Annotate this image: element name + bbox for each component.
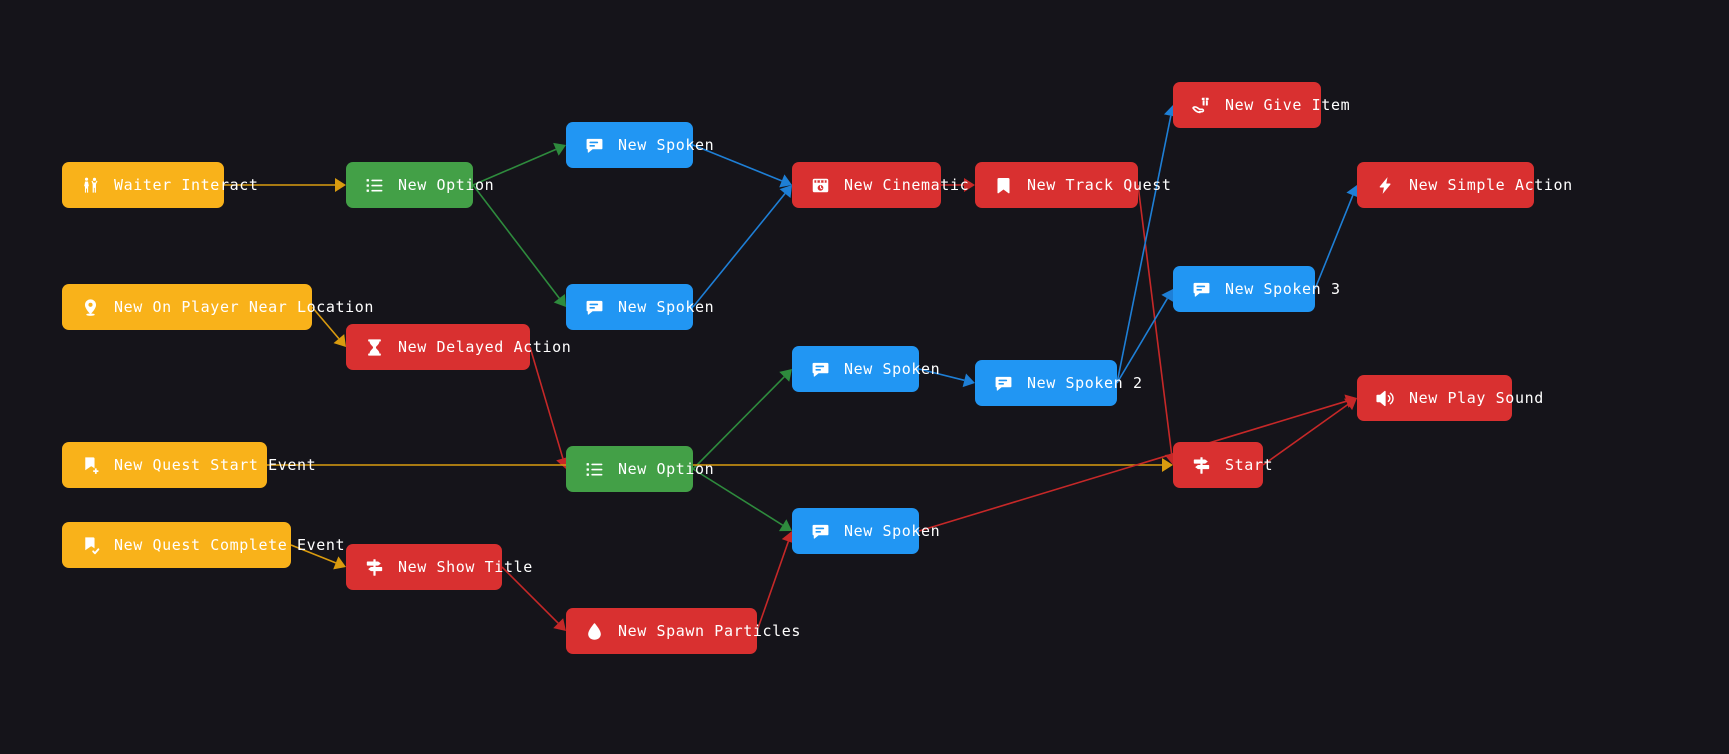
bookmark-check-icon <box>80 535 100 555</box>
node-label: New Spoken <box>844 359 941 378</box>
graph-node-waiter-interact[interactable]: Waiter Interact <box>62 162 258 208</box>
graph-node-new-play-sound[interactable]: New Play Sound <box>1357 375 1543 421</box>
graph-node-new-delayed-action[interactable]: New Delayed Action <box>346 324 571 370</box>
graph-edge-start-to-new-play-sound <box>1262 398 1357 466</box>
graph-edge-new-option-2-to-new-spoken-bottom <box>692 468 792 532</box>
interact-person-icon <box>80 175 100 195</box>
bookmark-icon <box>993 175 1013 195</box>
node-label: New Option <box>398 175 495 194</box>
node-label: New Give Item <box>1225 95 1351 114</box>
node-label: Start <box>1225 455 1274 474</box>
graph-node-new-option-2[interactable]: New Option <box>566 446 714 492</box>
node-label: New Spoken 2 <box>1027 373 1143 392</box>
node-label: New Spawn Particles <box>618 621 801 640</box>
graph-edge-new-track-quest-to-start <box>1137 184 1179 465</box>
speech-bubble-icon <box>584 135 604 155</box>
speech-bubble-icon <box>993 373 1013 393</box>
graph-edge-new-show-title-to-new-spawn-particles <box>501 566 566 631</box>
signpost-icon <box>1191 455 1211 475</box>
graph-node-new-quest-start-event[interactable]: New Quest Start Event <box>62 442 316 488</box>
graph-node-new-give-item[interactable]: New Give Item <box>1173 82 1350 128</box>
graph-edge-new-spoken-2-to-new-give-item <box>1116 105 1178 384</box>
graph-edge-new-spoken-2-to-new-spoken-3 <box>1116 289 1174 384</box>
graph-node-new-spoken-1[interactable]: New Spoken <box>566 122 714 168</box>
node-label: Waiter Interact <box>114 175 259 194</box>
node-label: New Spoken 3 <box>1225 279 1341 298</box>
lightning-bolt-icon <box>1375 175 1395 195</box>
graph-node-new-simple-action[interactable]: New Simple Action <box>1357 162 1572 208</box>
droplet-icon <box>584 621 604 641</box>
graph-node-start[interactable]: Start <box>1173 442 1273 488</box>
signpost-icon <box>364 557 384 577</box>
speech-bubble-icon <box>810 359 830 379</box>
graph-node-new-spoken-mid[interactable]: New Spoken <box>792 346 940 392</box>
graph-node-new-cinematic[interactable]: New Cinematic <box>792 162 969 208</box>
speaker-icon <box>1375 388 1395 408</box>
node-label: New On Player Near Location <box>114 297 375 316</box>
graph-edge-new-quest-start-event-to-start <box>267 458 1173 472</box>
speech-bubble-icon <box>584 297 604 317</box>
graph-node-new-spoken-bottom[interactable]: New Spoken <box>792 508 940 554</box>
map-pin-icon <box>80 297 100 317</box>
node-label: New Track Quest <box>1027 175 1172 194</box>
graph-edge-new-spawn-particles-to-new-spoken-bottom <box>756 531 795 632</box>
graph-node-new-track-quest[interactable]: New Track Quest <box>975 162 1171 208</box>
graph-node-new-spoken-2-lower[interactable]: New Spoken <box>566 284 714 330</box>
node-label: New Show Title <box>398 557 533 576</box>
graph-edge-new-delayed-action-to-new-option-2 <box>529 346 570 469</box>
hourglass-icon <box>364 337 384 357</box>
graph-edge-new-option-2-to-new-spoken-mid <box>692 369 792 470</box>
node-label: New Spoken <box>844 521 941 540</box>
node-label: New Quest Start Event <box>114 455 317 474</box>
node-label: New Simple Action <box>1409 175 1573 194</box>
graph-node-new-option-1[interactable]: New Option <box>346 162 494 208</box>
speech-bubble-icon <box>1191 279 1211 299</box>
graph-node-new-spoken-3[interactable]: New Spoken 3 <box>1173 266 1340 312</box>
graph-edge-new-option-1-to-new-spoken-2-lower <box>472 184 566 307</box>
speech-bubble-icon <box>810 521 830 541</box>
node-label: New Quest Complete Event <box>114 535 346 554</box>
clapperboard-icon <box>810 175 830 195</box>
give-item-icon <box>1191 95 1211 115</box>
graph-node-new-show-title[interactable]: New Show Title <box>346 544 532 590</box>
graph-node-new-on-player-near[interactable]: New On Player Near Location <box>62 284 373 330</box>
node-label: New Spoken <box>618 297 715 316</box>
list-icon <box>364 175 384 195</box>
node-label: New Play Sound <box>1409 388 1544 407</box>
graph-node-new-spoken-2[interactable]: New Spoken 2 <box>975 360 1142 406</box>
list-icon <box>584 459 604 479</box>
node-label: New Delayed Action <box>398 337 572 356</box>
graph-edge-new-spoken-bottom-to-new-play-sound <box>918 394 1357 532</box>
graph-node-new-quest-complete-event[interactable]: New Quest Complete Event <box>62 522 345 568</box>
node-label: New Cinematic <box>844 175 970 194</box>
bookmark-plus-icon <box>80 455 100 475</box>
graph-node-new-spawn-particles[interactable]: New Spawn Particles <box>566 608 800 654</box>
graph-edge-new-spoken-2-lower-to-new-cinematic <box>692 185 792 308</box>
graph-edge-new-spoken-3-to-new-simple-action <box>1314 185 1360 290</box>
node-label: New Spoken <box>618 135 715 154</box>
node-label: New Option <box>618 459 715 478</box>
